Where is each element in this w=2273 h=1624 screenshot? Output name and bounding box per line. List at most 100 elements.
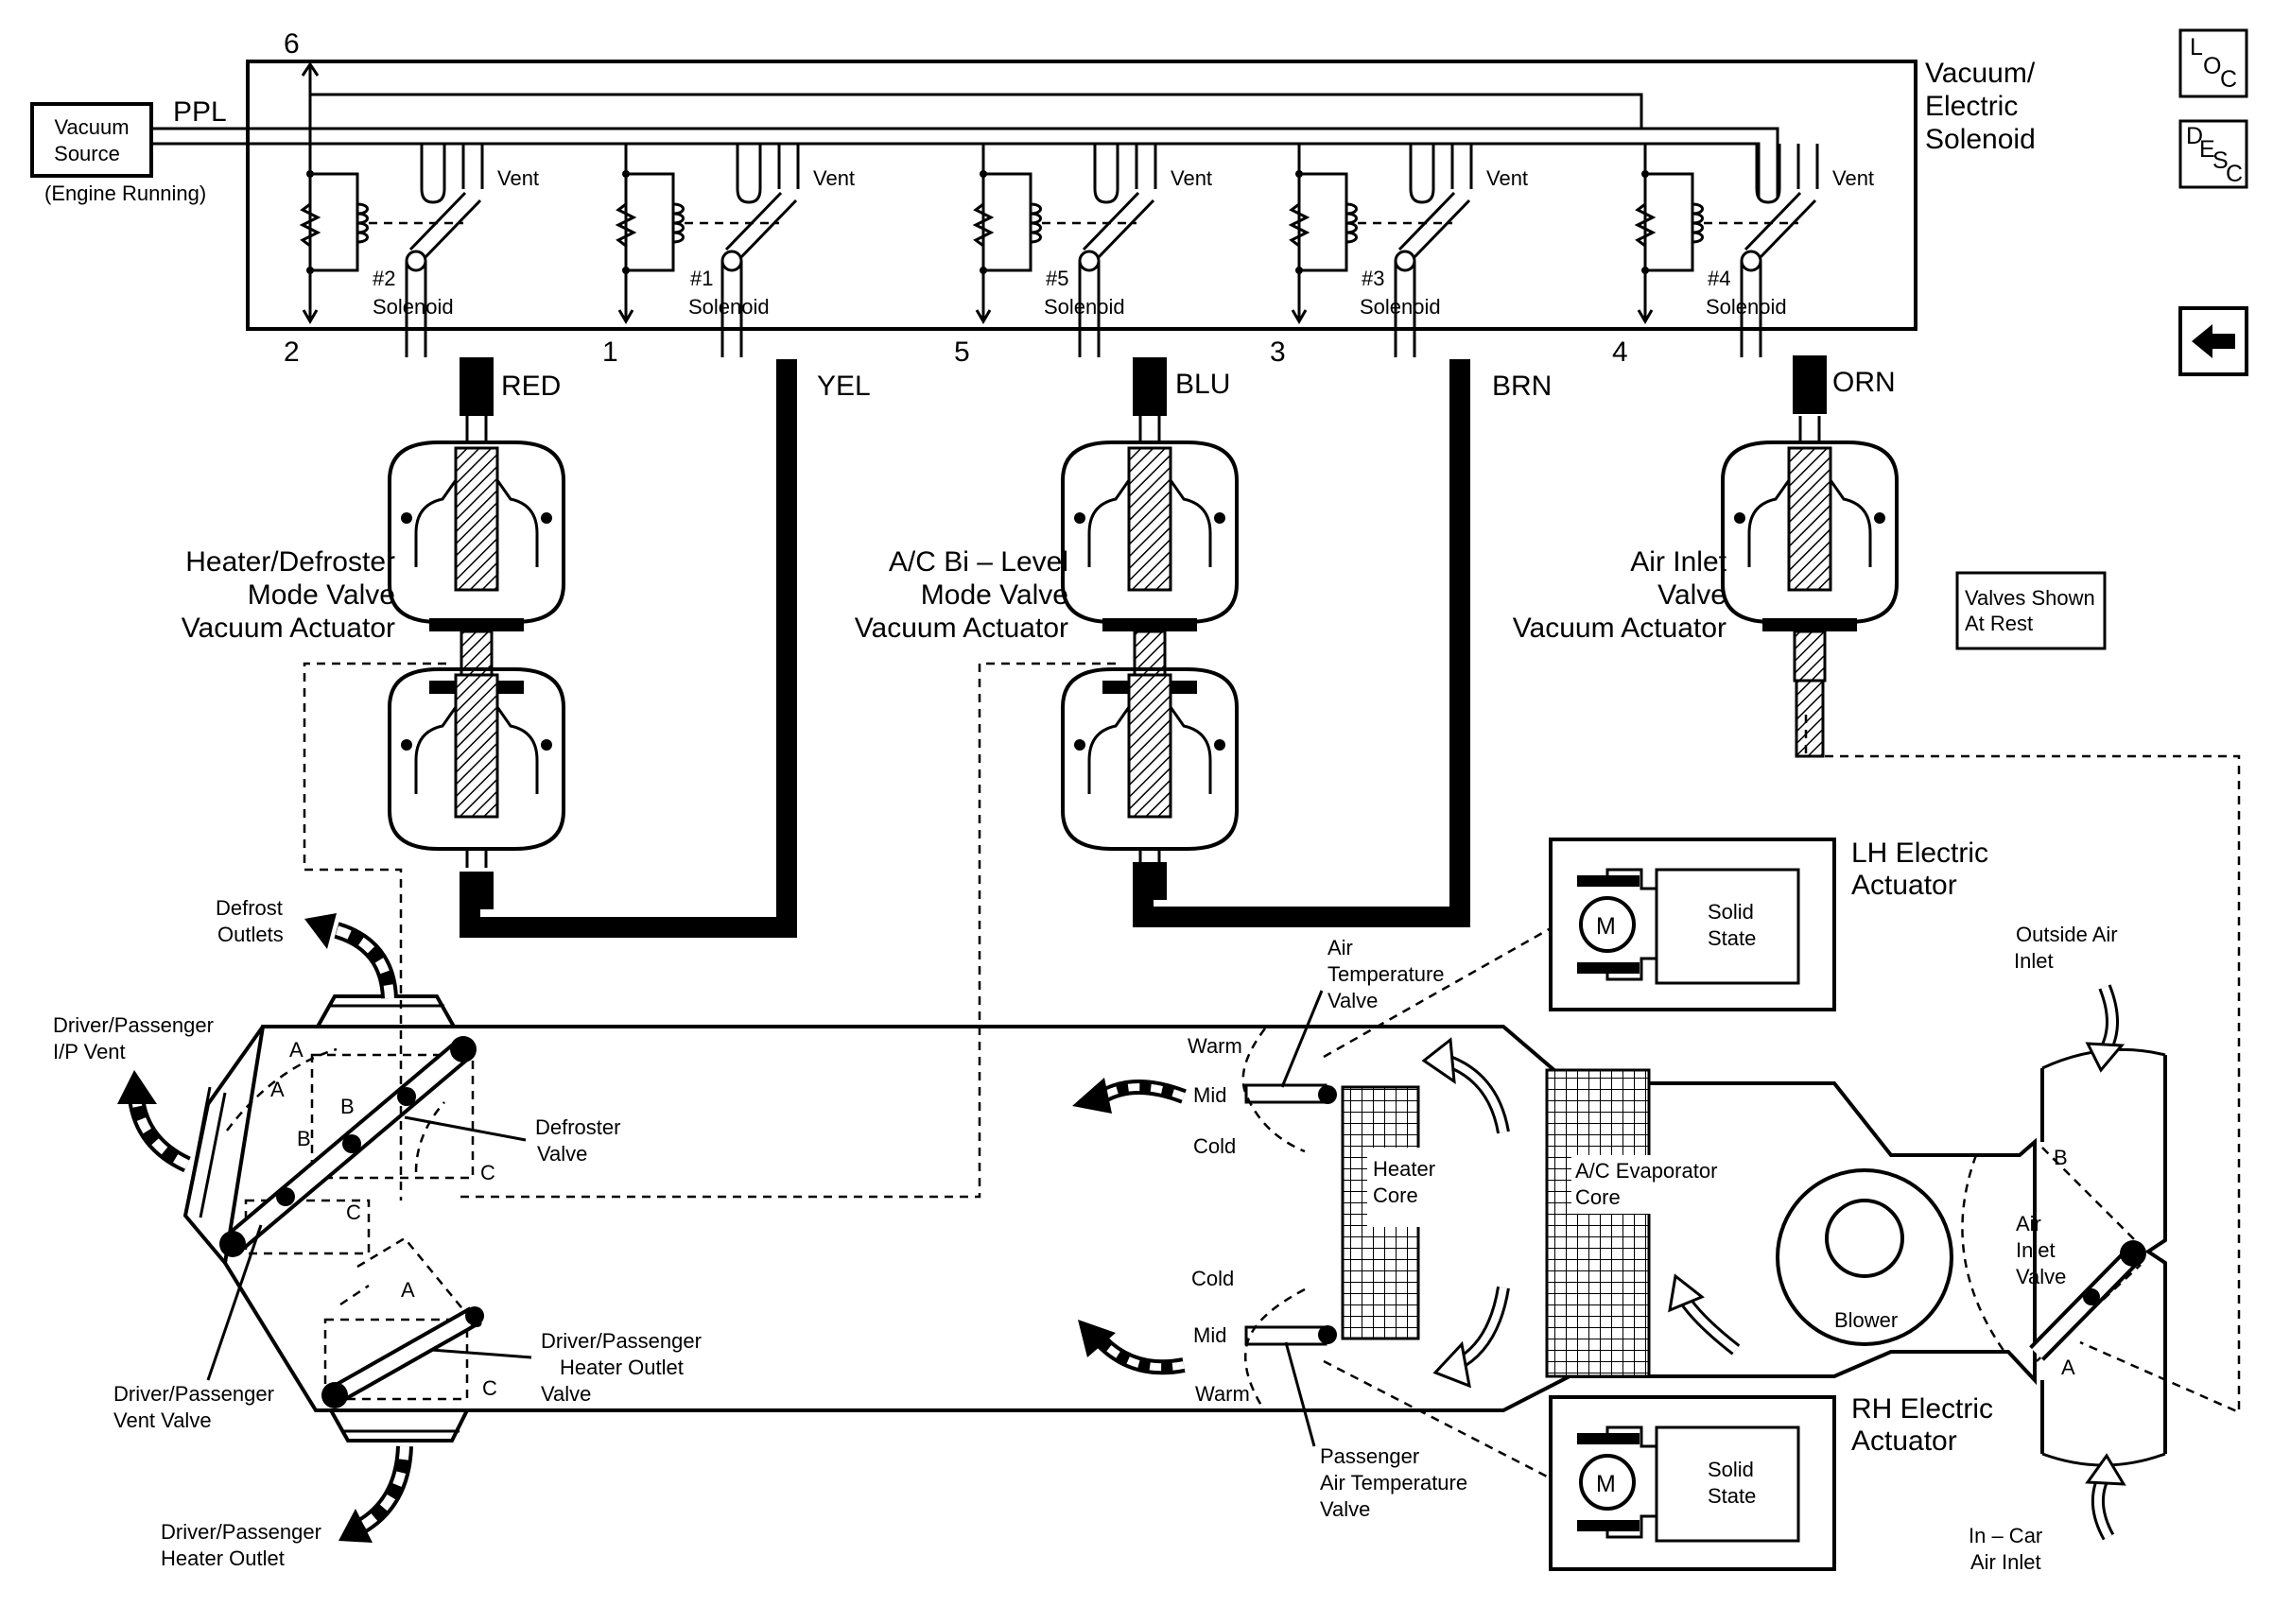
hose-red-label: RED (501, 371, 561, 402)
heater-defroster-actuator-label: Heater/Defroster Mode Valve Vacuum Actua… (182, 546, 395, 644)
air-temp-valve-line-3: Valve (1327, 989, 1378, 1012)
solenoid-block: Vacuum/ Electric Solenoid (246, 58, 2036, 331)
air-temp-valve-line-2: Temperature (1327, 962, 1445, 986)
vent-label-5: Vent (1832, 166, 1874, 190)
port-number-2: 2 (284, 337, 300, 368)
desc-letter-e: E (2199, 136, 2215, 163)
ip-vent-airflow-arrow-icon (117, 1070, 191, 1173)
vacuum-source-label-1: Vacuum (54, 115, 129, 139)
ip-vent-line-2: I/P Vent (53, 1040, 126, 1063)
heater-position-c: C (482, 1376, 497, 1400)
air-temp-valve-line-1: Air (1327, 936, 1353, 959)
heater-core: Heater Core (1341, 1085, 1435, 1340)
heater-outlet-valve-label: Driver/Passenger Heater Outlet Valve (430, 1329, 702, 1406)
desc-button[interactable]: D E S C (2178, 119, 2248, 189)
in-car-air-inlet-label: In – Car Air Inlet (1969, 1524, 2042, 1574)
lh-electric-actuator: M Solid State LH Electric Actuator (1549, 838, 1988, 1011)
air-temp-doors (1241, 1028, 1337, 1409)
air-temp-valve-label: Air Temperature Valve (1280, 936, 1445, 1088)
heater-outlet-line-1: Driver/Passenger (161, 1520, 321, 1544)
passenger-valve-line-1: Passenger (1320, 1444, 1419, 1468)
lh-motor-label: M (1596, 913, 1616, 940)
heater-outlet-line-2: Heater Outlet (161, 1546, 285, 1570)
air-inlet-label-3: Vacuum Actuator (1513, 613, 1726, 644)
defroster-valve (219, 1036, 477, 1257)
outside-air-line-1: Outside Air (2016, 923, 2118, 946)
desc-letter-d: D (2186, 123, 2203, 149)
valves-at-rest-line-1: Valves Shown (1965, 586, 2095, 610)
actuator-linkages (303, 662, 2241, 1480)
outside-air-arrow-icon (2085, 984, 2126, 1073)
valves-at-rest-note: Valves Shown At Rest (1955, 571, 2107, 650)
loc-letter-c: C (2220, 66, 2237, 93)
inlet-position-a: A (2061, 1356, 2075, 1379)
heater-outlet-label: Driver/Passenger Heater Outlet (161, 1520, 321, 1570)
solenoid-label-5: Solenoid (1706, 295, 1787, 319)
port-number-5: 5 (954, 337, 970, 368)
defrost-outlets-line-1: Defrost (216, 896, 283, 920)
supply-line-label: PPL (173, 96, 227, 128)
passenger-valve-line-3: Valve (1320, 1497, 1370, 1521)
loc-button[interactable]: L O C (2178, 28, 2248, 98)
heater-defroster-label-2: Mode Valve (248, 579, 395, 611)
heater-defroster-actuator-lower (388, 667, 565, 851)
in-car-line-2: Air Inlet (1970, 1550, 2041, 1574)
air-inlet-actuator-label: Air Inlet Valve Vacuum Actuator (1513, 546, 1727, 644)
defrost-outlets-label: Defrost Outlets (216, 896, 284, 946)
upper-mid-airflow-arrow-icon (1072, 1078, 1187, 1114)
hose-brn-label: BRN (1492, 371, 1552, 402)
port-number-1: 1 (602, 337, 618, 368)
solenoid-groups: Vent#2SolenoidVent#1SolenoidVent#5Soleno… (299, 144, 1874, 357)
airflow-arrows-center (1072, 984, 2126, 1541)
rh-actuator-title-1: RH Electric (1851, 1393, 1993, 1425)
inlet-position-b: B (2054, 1146, 2068, 1169)
vent-position-b: B (297, 1127, 311, 1150)
solenoid-block-label-3: Solenoid (1925, 124, 2036, 155)
upper-warm-label: Warm (1188, 1034, 1242, 1058)
solenoid-label-1: Solenoid (373, 295, 454, 319)
loc-letter-o: O (2203, 53, 2221, 79)
lower-mid-airflow-arrow-icon (1078, 1320, 1186, 1375)
back-arrow-icon (2192, 324, 2235, 358)
heater-core-line-2: Core (1373, 1183, 1418, 1207)
lower-warm-label: Warm (1195, 1382, 1250, 1406)
air-inlet-valve-label: Air Inlet Valve (2016, 1212, 2066, 1288)
vent-position-a: A (270, 1078, 285, 1101)
rh-electric-actuator: M Solid State RH Electric Actuator (1549, 1393, 1993, 1571)
solenoid-id-4: #3 (1362, 267, 1384, 290)
heater-outlet-valve-line-1: Driver/Passenger (541, 1329, 702, 1353)
vent-label-3: Vent (1171, 166, 1212, 190)
port-number-4: 4 (1612, 337, 1628, 368)
vent-valve-line-1: Driver/Passenger (113, 1382, 274, 1406)
rh-motor-label: M (1596, 1471, 1616, 1497)
evaporator-core-line-2: Core (1575, 1185, 1621, 1209)
back-button[interactable] (2178, 306, 2248, 376)
loc-letter-l: L (2190, 34, 2203, 60)
in-car-line-1: In – Car (1969, 1524, 2042, 1547)
solenoid-block-label-2: Electric (1925, 91, 2018, 122)
port-number-6: 6 (284, 28, 300, 60)
ac-bilevel-actuator-label: A/C Bi – Level Mode Valve Vacuum Actuato… (855, 546, 1068, 644)
defroster-position-c: C (480, 1161, 495, 1184)
defroster-valve-line-2: Valve (537, 1142, 587, 1166)
blower-intake-arrow-icon (1668, 1273, 1741, 1356)
upper-mid-label: Mid (1193, 1083, 1226, 1107)
ac-bilevel-actuator-lower (1061, 667, 1239, 851)
defroster-position-a: A (289, 1038, 304, 1062)
passenger-valve-line-2: Air Temperature (1320, 1471, 1467, 1494)
hose-blu-label: BLU (1175, 369, 1230, 400)
solenoid-id-5: #4 (1708, 267, 1730, 290)
heater-position-b: B (469, 1308, 483, 1332)
rh-actuator-title-2: Actuator (1851, 1425, 1957, 1457)
blower-label: Blower (1834, 1308, 1898, 1332)
air-inlet-label-1: Air Inlet (1630, 546, 1726, 578)
heater-position-a: A (401, 1278, 415, 1302)
vent-label-2: Vent (813, 166, 855, 190)
rh-solid-state-line-1: Solid (1708, 1458, 1754, 1481)
solenoid-id-1: #2 (373, 267, 395, 290)
